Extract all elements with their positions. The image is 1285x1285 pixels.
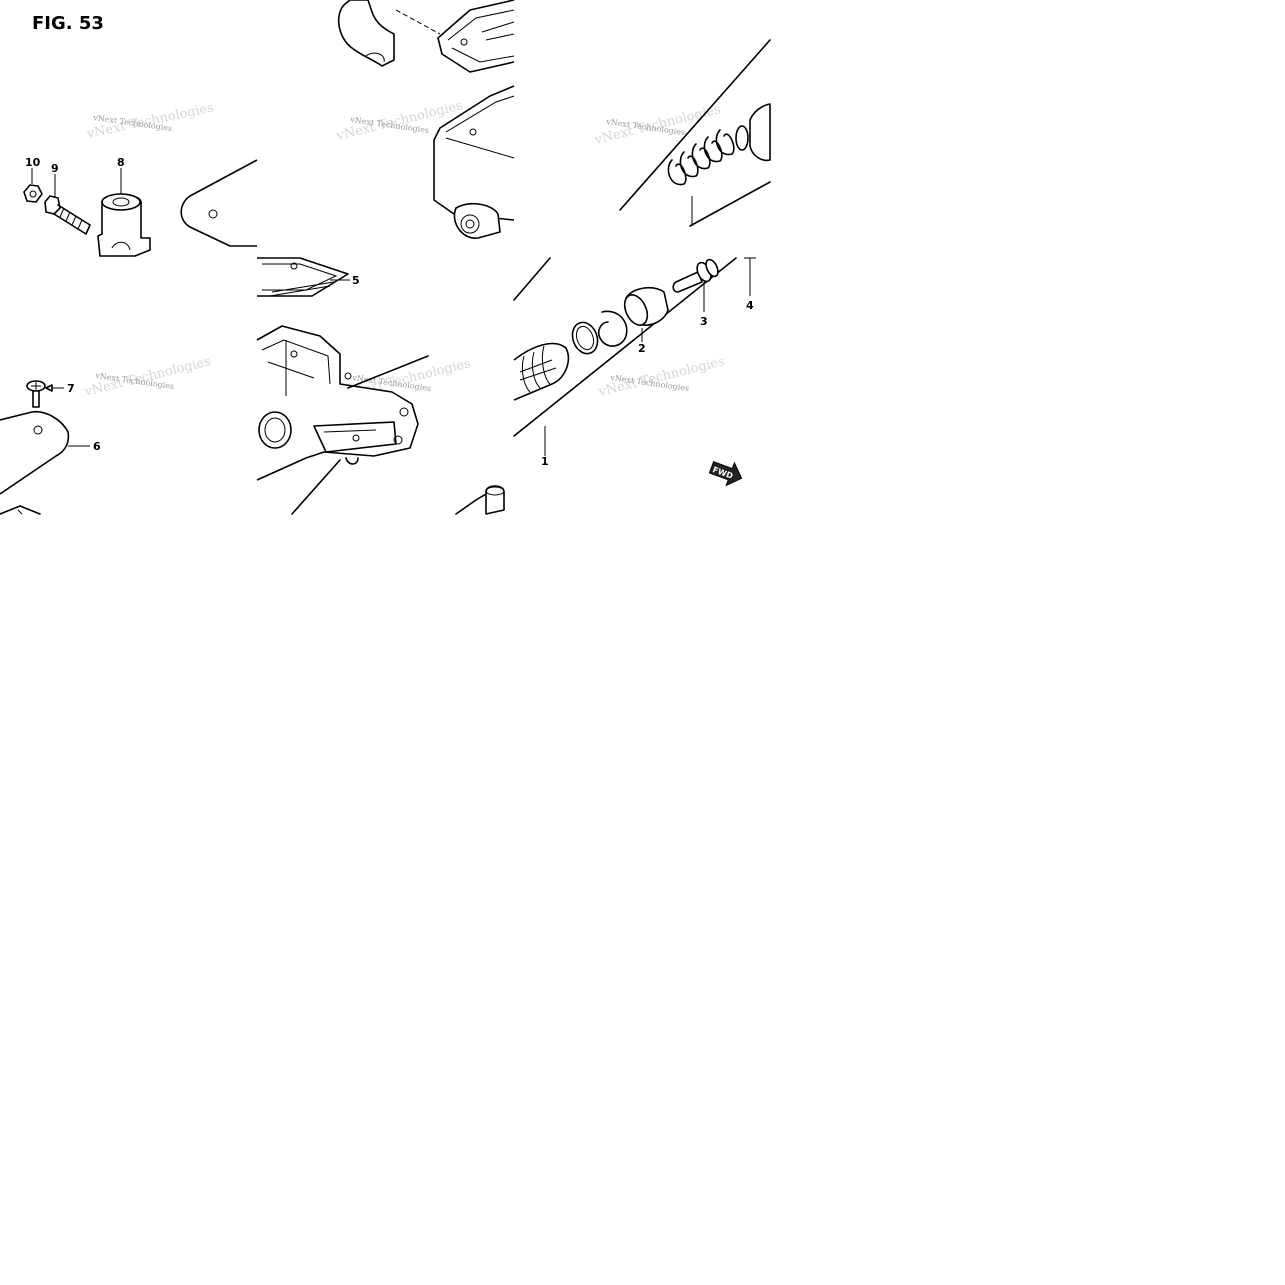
fwd-arrow-icon: FWD (708, 461, 743, 487)
tile-top-left: vNext Technologies vNext Technologies 10… (23, 100, 258, 257)
figure-title: FIG. 53 (32, 13, 104, 34)
dust-boot-small (455, 485, 505, 515)
part-2-boot[interactable] (620, 286, 669, 329)
callout-5: 5 (352, 274, 360, 287)
master-cylinder-body (256, 325, 419, 481)
part-9-bolt[interactable] (44, 195, 91, 235)
spring[interactable] (667, 129, 735, 186)
part-3-pushrod[interactable] (672, 258, 720, 293)
tile-top-middle: vNext Technologies vNext Technologies (334, 0, 515, 239)
seal-ring[interactable] (568, 319, 601, 357)
callout-9: 9 (51, 162, 59, 175)
part-1-piston[interactable] (513, 342, 570, 401)
part-10-nut[interactable] (23, 184, 43, 203)
callout-4: 4 (746, 299, 754, 312)
reservoir-cover (437, 0, 515, 73)
callout-8: 8 (117, 156, 125, 169)
part-7-screw[interactable] (26, 380, 46, 408)
callout-6: 6 (93, 440, 101, 453)
cover-plate-fragment (180, 159, 258, 247)
clamp-bracket (337, 0, 395, 67)
tile-middle-right: vNext Technologies vNext Technologies 1 … (513, 257, 756, 487)
tile-top-right: vNext Technologies vNext Technologies (592, 39, 771, 227)
callout-10: 10 (25, 156, 41, 169)
callout-1: 1 (541, 455, 549, 468)
tile-center: vNext Technologies vNext Technologies 5 (256, 257, 505, 515)
reservoir-body (433, 85, 515, 239)
part-8-block[interactable] (97, 193, 151, 257)
part-5-diaphragm[interactable] (257, 257, 349, 297)
callout-7: 7 (67, 382, 75, 395)
callout-2: 2 (638, 342, 646, 355)
part-6-cover[interactable] (0, 410, 70, 495)
tile-middle-left: vNext Technologies vNext Technologies 7 … (0, 354, 212, 515)
piston-cup[interactable] (735, 103, 771, 162)
callout-3: 3 (700, 315, 708, 328)
circlip[interactable] (597, 310, 628, 347)
